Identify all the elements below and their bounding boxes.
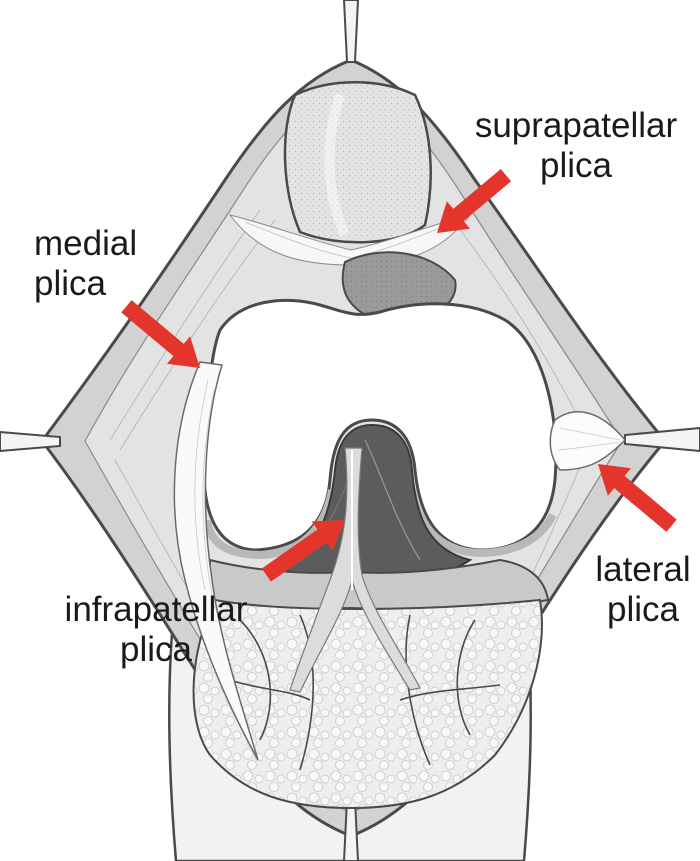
label-medial-line2: plica bbox=[34, 264, 137, 304]
label-suprapatellar-line1: suprapatellar bbox=[452, 106, 700, 146]
label-suprapatellar-line2: plica bbox=[452, 146, 700, 186]
label-suprapatellar-plica: suprapatellar plica bbox=[452, 106, 700, 186]
retractor-bottom bbox=[344, 800, 358, 861]
label-infrapatellar-line2: plica bbox=[36, 630, 276, 670]
label-lateral-line1: lateral bbox=[586, 550, 700, 590]
label-medial-line1: medial bbox=[34, 224, 137, 264]
patella bbox=[285, 82, 431, 242]
retractor-top bbox=[344, 0, 358, 62]
label-infrapatellar-plica: infrapatellar plica bbox=[36, 590, 276, 670]
label-infrapatellar-line1: infrapatellar bbox=[36, 590, 276, 630]
label-lateral-plica: lateral plica bbox=[586, 550, 700, 630]
label-medial-plica: medial plica bbox=[34, 224, 137, 304]
label-lateral-line2: plica bbox=[586, 590, 700, 630]
